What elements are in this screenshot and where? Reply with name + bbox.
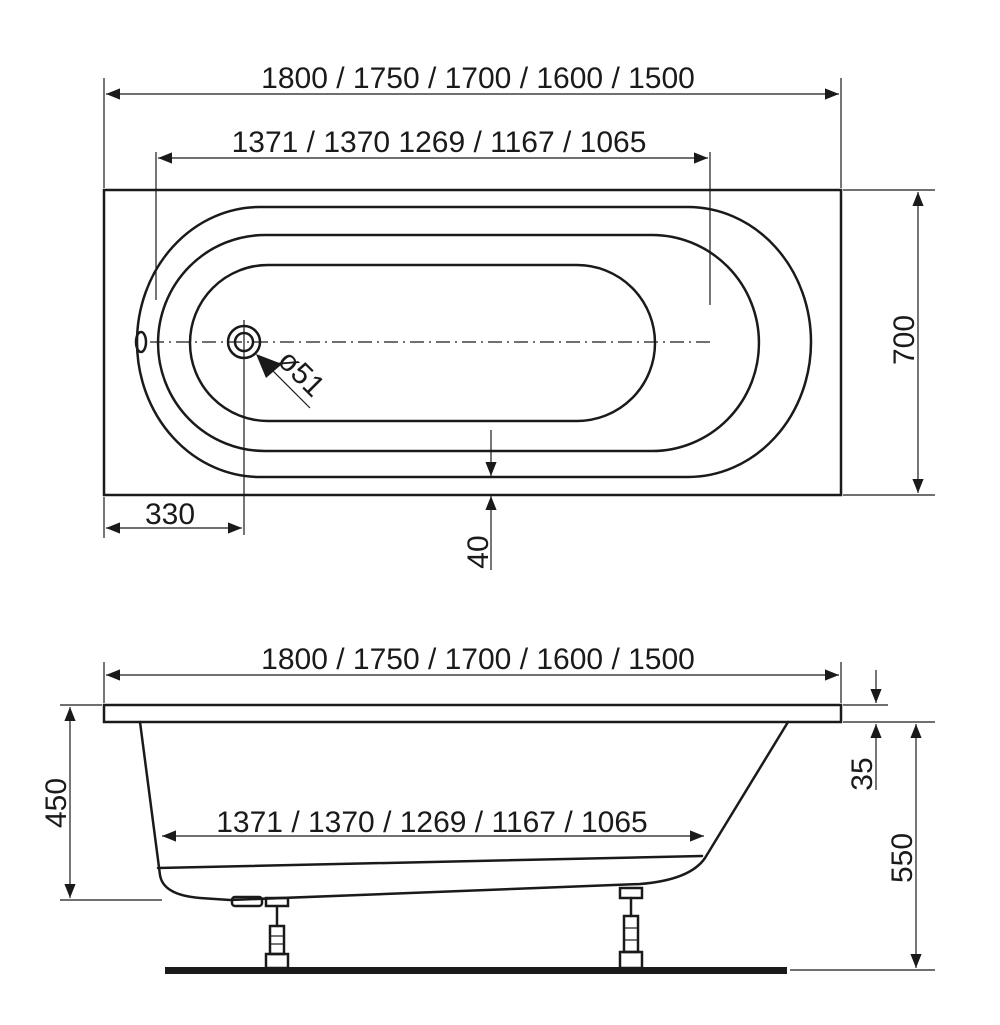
total-height-label: 550 <box>886 833 919 883</box>
side-overall-length-label: 1800 / 1750 / 1700 / 1600 / 1500 <box>261 643 695 676</box>
tub-inner-contour-1 <box>135 205 813 479</box>
drain-leader-arrow <box>256 354 282 378</box>
tub-inner-contour-2 <box>156 233 761 453</box>
top-inner-length-label: 1371 / 1370 1269 / 1167 / 1065 <box>232 126 647 159</box>
tub-leg-right <box>618 886 644 970</box>
tub-bottom-inner-line <box>156 854 704 870</box>
side-view: 1800 / 1750 / 1700 / 1600 / 1500 1371 / … <box>40 643 935 974</box>
tub-outer-rim <box>102 188 843 497</box>
drain-offset-label: 330 <box>145 498 195 531</box>
overflow-hole <box>134 330 148 354</box>
tub-shell-side <box>138 720 790 902</box>
rim-thickness-label: 35 <box>846 757 879 790</box>
floor-line <box>165 967 787 974</box>
tub-rim-side <box>102 703 843 724</box>
tub-bottom-contour <box>188 263 657 423</box>
drain-diameter-label: ø51 <box>271 344 331 404</box>
drain-fitting <box>230 895 264 908</box>
rim-width-label: 40 <box>462 535 495 568</box>
width-label: 700 <box>888 315 921 365</box>
tub-leg-left <box>264 896 290 970</box>
depth-label: 450 <box>40 778 73 828</box>
top-view: ø51 1800 / 1750 / 1700 / 1600 / 1500 137… <box>102 62 935 570</box>
top-overall-length-label: 1800 / 1750 / 1700 / 1600 / 1500 <box>261 62 695 95</box>
side-bottom-length-label: 1371 / 1370 / 1269 / 1167 / 1065 <box>216 806 647 839</box>
